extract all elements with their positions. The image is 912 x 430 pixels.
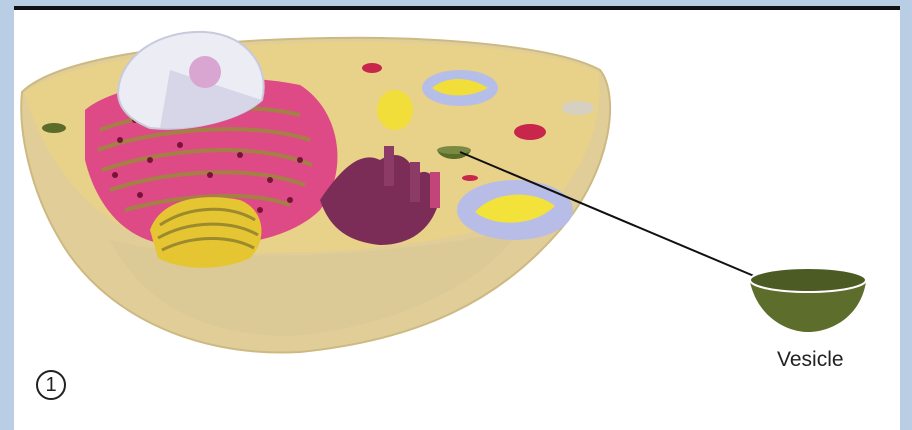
vesicle-label: Vesicle [777, 348, 844, 372]
tubule-a [384, 146, 394, 186]
step-number-marker: 1 [36, 370, 66, 400]
small-lysosome [362, 63, 382, 73]
mitochondrion-bottom [457, 180, 573, 240]
peroxisome [462, 175, 478, 181]
small-vesicle-left [42, 123, 66, 133]
nucleolus [189, 56, 221, 88]
mitochondrion-top [422, 70, 498, 106]
tubule-b [410, 162, 420, 202]
enlarged-vesicle-top [750, 268, 866, 292]
mitochondrion-yellow-left [377, 90, 413, 130]
vacuole [562, 101, 594, 115]
lysosome [514, 124, 546, 140]
tubule-c [430, 172, 440, 208]
cell-vesicle-rim [437, 146, 471, 154]
